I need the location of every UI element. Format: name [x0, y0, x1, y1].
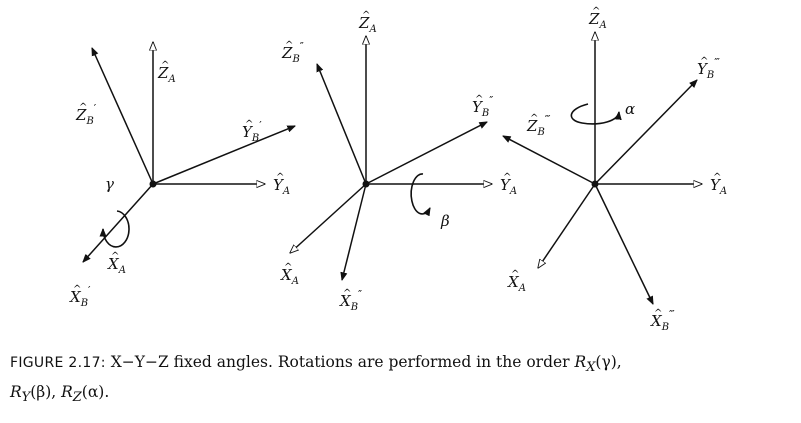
label-yB: ^YB′ — [242, 119, 262, 144]
label-yB: ^YB‴ — [697, 56, 720, 81]
axis-yB — [594, 80, 697, 185]
axis-yB — [152, 125, 295, 185]
rotation-arrow-gamma — [103, 210, 130, 248]
label-yA: ^YA — [273, 172, 290, 197]
origin — [149, 180, 157, 188]
label-yB: ^YB″ — [472, 94, 493, 119]
caption-line-1: FIGURE 2.17: X−Y−Z fixed angles. Rotatio… — [10, 350, 790, 380]
axis-yB — [365, 121, 487, 185]
label-zB: ^ZB′ — [75, 102, 97, 127]
origin — [362, 180, 370, 188]
caption-label: FIGURE 2.17: — [10, 355, 106, 371]
label-zA: ^ZA — [588, 6, 607, 31]
axis-xA — [290, 183, 367, 253]
label-yA: ^YA — [500, 172, 517, 197]
axis-xB — [342, 183, 367, 280]
caption-text: X−Y−Z fixed angles. Rotations are perfor… — [110, 353, 570, 371]
figure-caption: FIGURE 2.17: X−Y−Z fixed angles. Rotatio… — [10, 350, 790, 410]
caption-ry: RY(β), — [10, 383, 57, 406]
label-xB: ^XB′ — [69, 284, 91, 309]
caption-rz: RZ(α). — [61, 383, 110, 406]
label-alpha: α — [625, 100, 635, 118]
axis-zB — [316, 64, 367, 185]
axis-xA — [538, 183, 596, 268]
axis-zB — [91, 48, 154, 185]
label-xB: ^XB″ — [339, 288, 362, 313]
label-xA: ^XA — [107, 251, 126, 276]
label-gamma: γ — [105, 175, 114, 193]
panel-1: ^ZA ^ZB′ ^YB′ ^YA ^XA ^XB′ γ — [69, 42, 295, 309]
caption-line-2: RY(β), RZ(α). — [10, 380, 790, 410]
panel-2: ^ZA ^ZB″ ^YB″ ^YA ^XA ^XB″ β — [280, 10, 517, 313]
label-yA: ^YA — [710, 172, 727, 197]
rotation-arrow-beta — [410, 173, 431, 214]
label-zB: ^ZB″ — [281, 40, 304, 65]
axis-zB — [503, 135, 596, 185]
rotation-figure: ^ZA ^ZB′ ^YB′ ^YA ^XA ^XB′ γ ^ZA ^ZB″ ^Y… — [69, 6, 727, 333]
label-xA: ^XA — [507, 269, 526, 294]
label-zB: ^ZB‴ — [526, 113, 551, 138]
caption-rx: RX(γ), — [574, 353, 622, 376]
axis-xB — [594, 183, 654, 304]
rotation-arrow-alpha — [570, 103, 619, 125]
label-xA: ^XA — [280, 262, 299, 287]
label-xB: ^XB‴ — [650, 308, 675, 333]
axis-xB — [83, 183, 154, 262]
label-zA: ^ZA — [157, 60, 176, 85]
label-beta: β — [440, 212, 450, 230]
origin — [591, 180, 599, 188]
label-zA: ^ZA — [358, 10, 377, 35]
panel-3: ^ZA ^ZB‴ ^YB‴ ^YA ^XA ^XB‴ α — [503, 6, 727, 333]
